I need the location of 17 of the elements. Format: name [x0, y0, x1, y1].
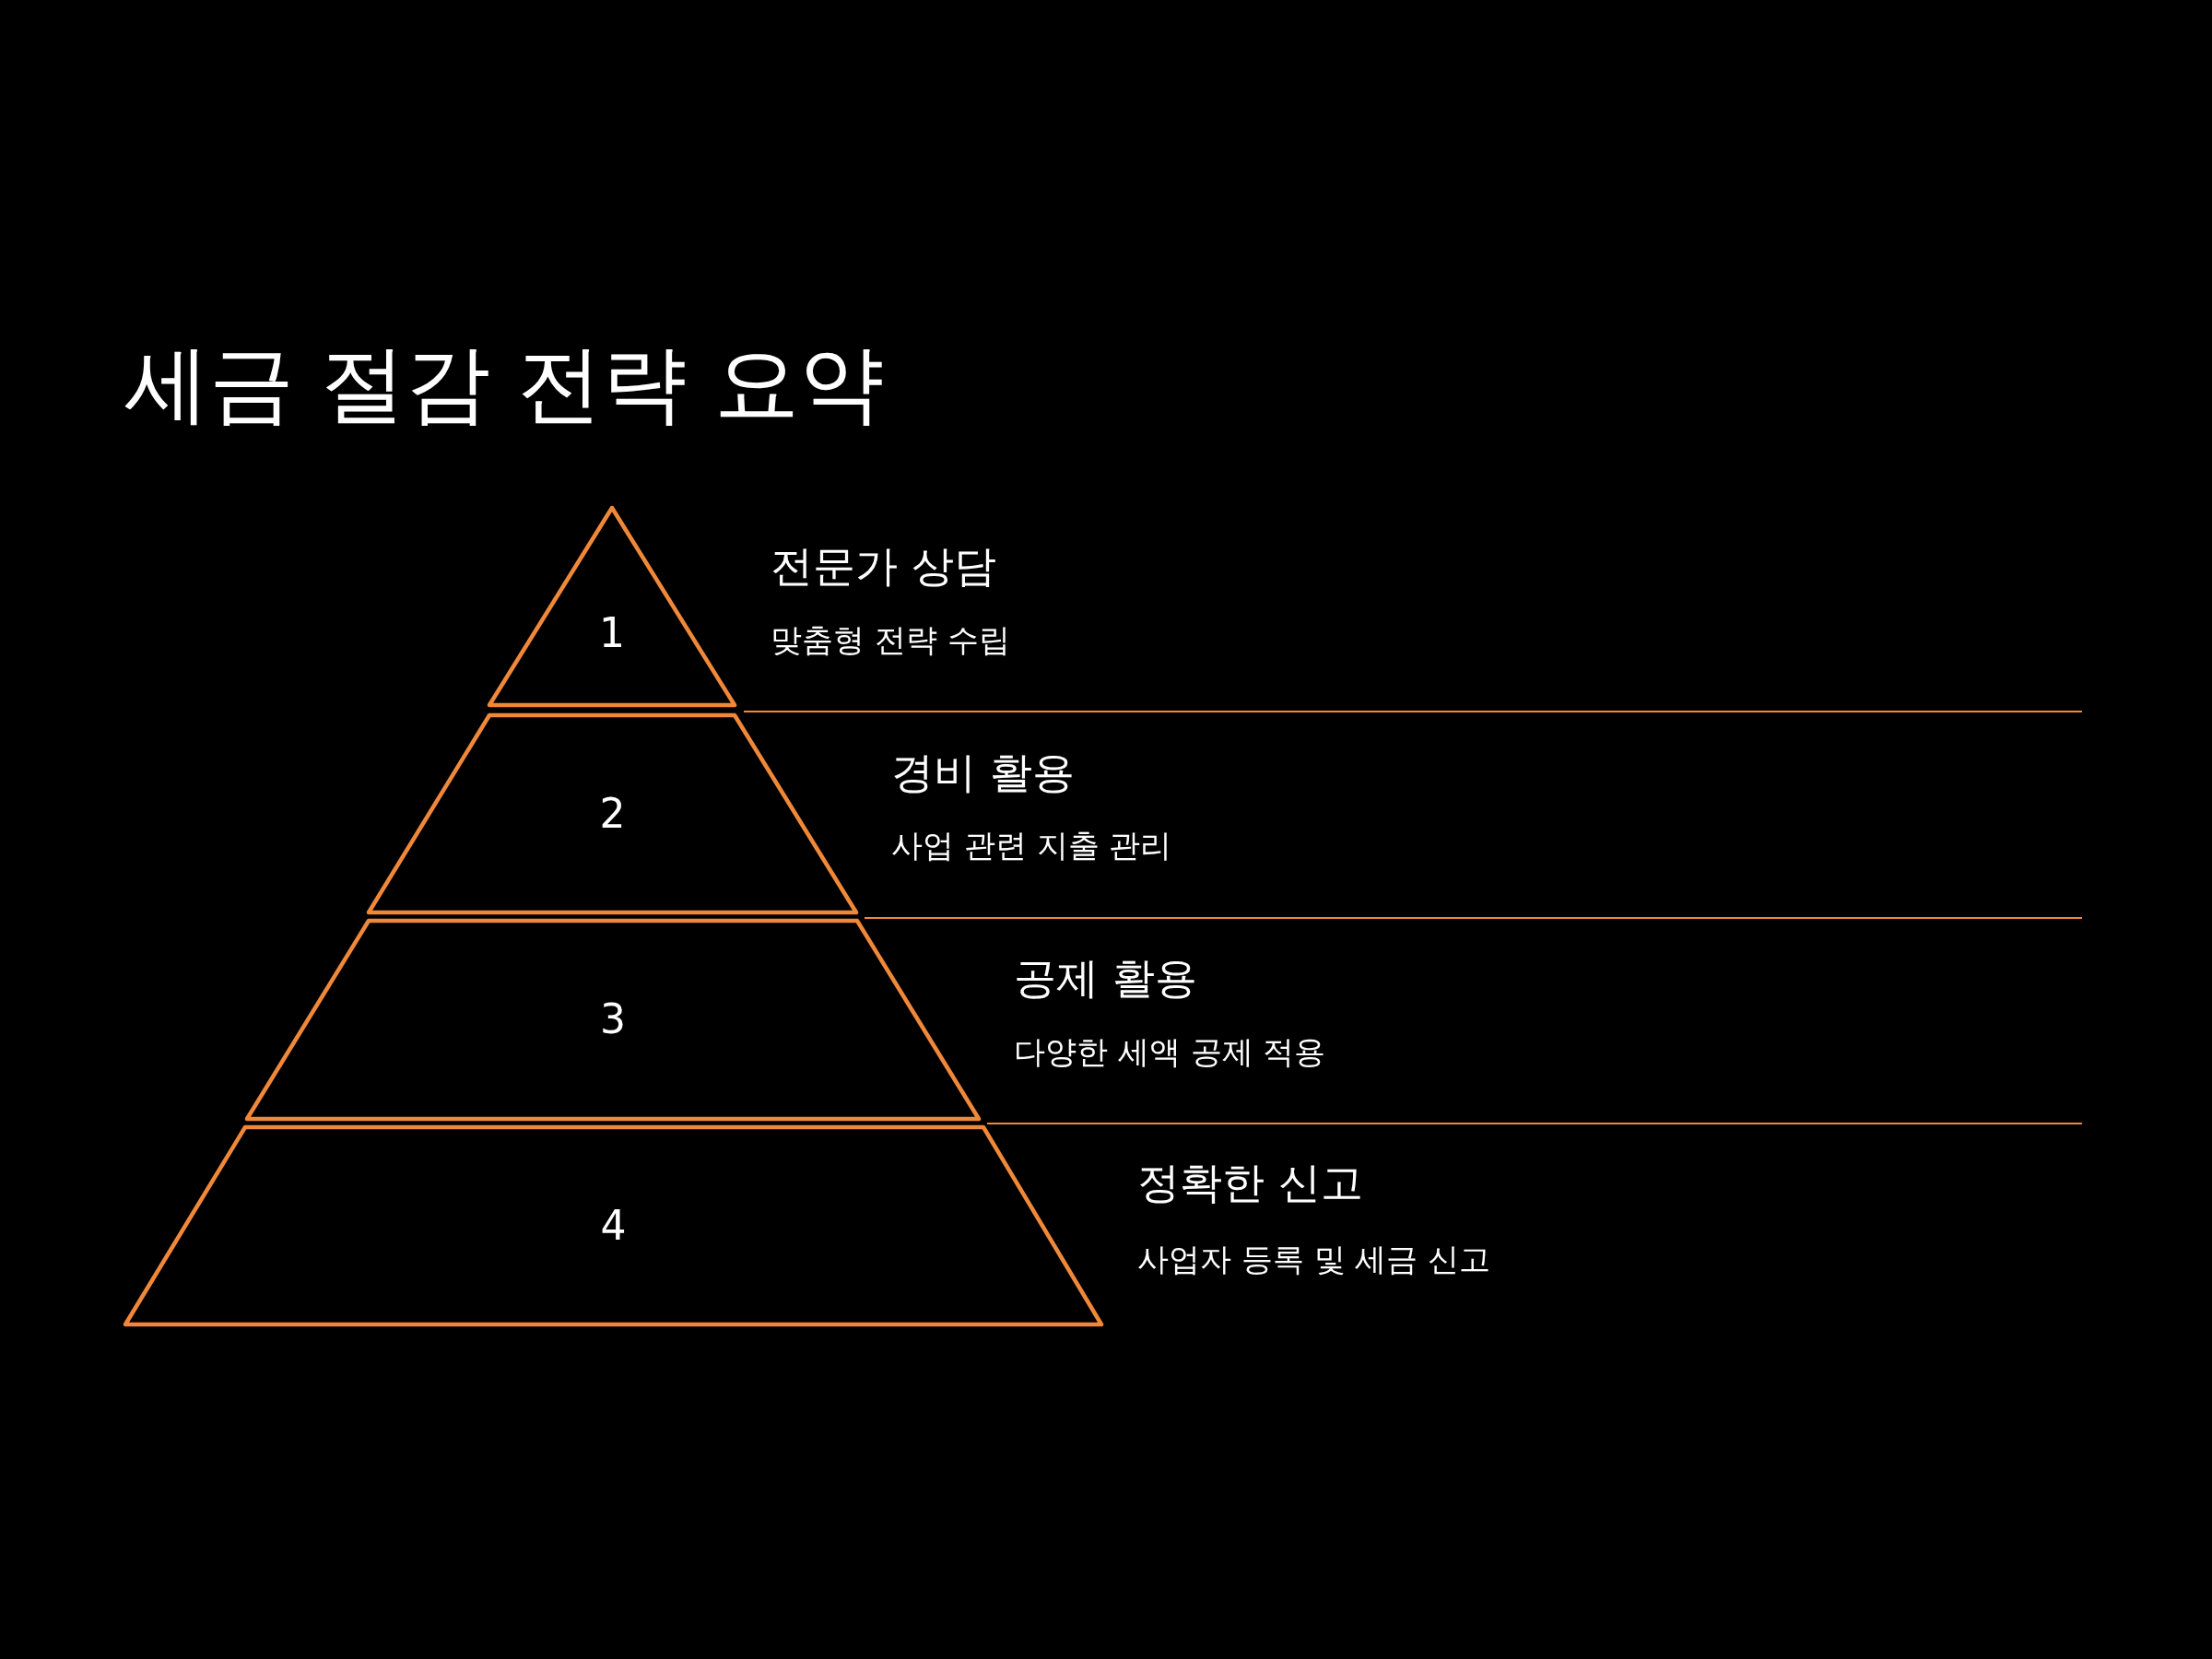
tier-heading: 경비 활용 [891, 747, 1075, 799]
tier-description: 사업자 등록 및 세금 신고 [1137, 1240, 1491, 1279]
pyramid-tier [489, 508, 735, 705]
pyramid-tier [247, 921, 979, 1119]
tier-heading: 전문가 상담 [771, 540, 996, 593]
pyramid-tier [369, 715, 856, 912]
tier-number: 2 [599, 789, 626, 837]
tier-number: 1 [599, 608, 625, 656]
tier-heading: 공제 활용 [1014, 952, 1197, 1005]
tier-number: 3 [600, 994, 626, 1042]
tier-description: 다양한 세액 공제 적용 [1014, 1032, 1326, 1072]
tier-description: 사업 관련 지출 관리 [891, 826, 1172, 865]
slide-title: 세금 절감 전략 요약 [124, 334, 884, 435]
tier-number: 4 [600, 1201, 627, 1249]
pyramid-tier [125, 1127, 1101, 1324]
tier-description: 맞춤형 전략 수립 [771, 620, 1010, 660]
tier-heading: 정확한 신고 [1137, 1157, 1363, 1209]
